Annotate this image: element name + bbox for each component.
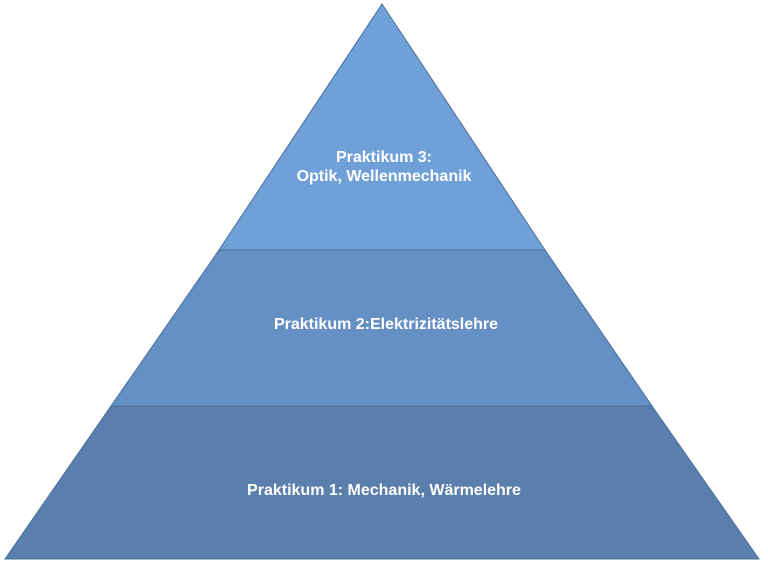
- tier-3-label-line2: Optik, Wellenmechanik: [297, 168, 472, 185]
- pyramid-tier-bottom: [4, 405, 760, 560]
- tier-3-label-line1: Praktikum 3:: [336, 149, 432, 166]
- tier-2-label: Praktikum 2:Elektrizitätslehre: [274, 316, 498, 333]
- pyramid-tier-top: [218, 3, 546, 251]
- tier-1-label: Praktikum 1: Mechanik, Wärmelehre: [247, 482, 521, 499]
